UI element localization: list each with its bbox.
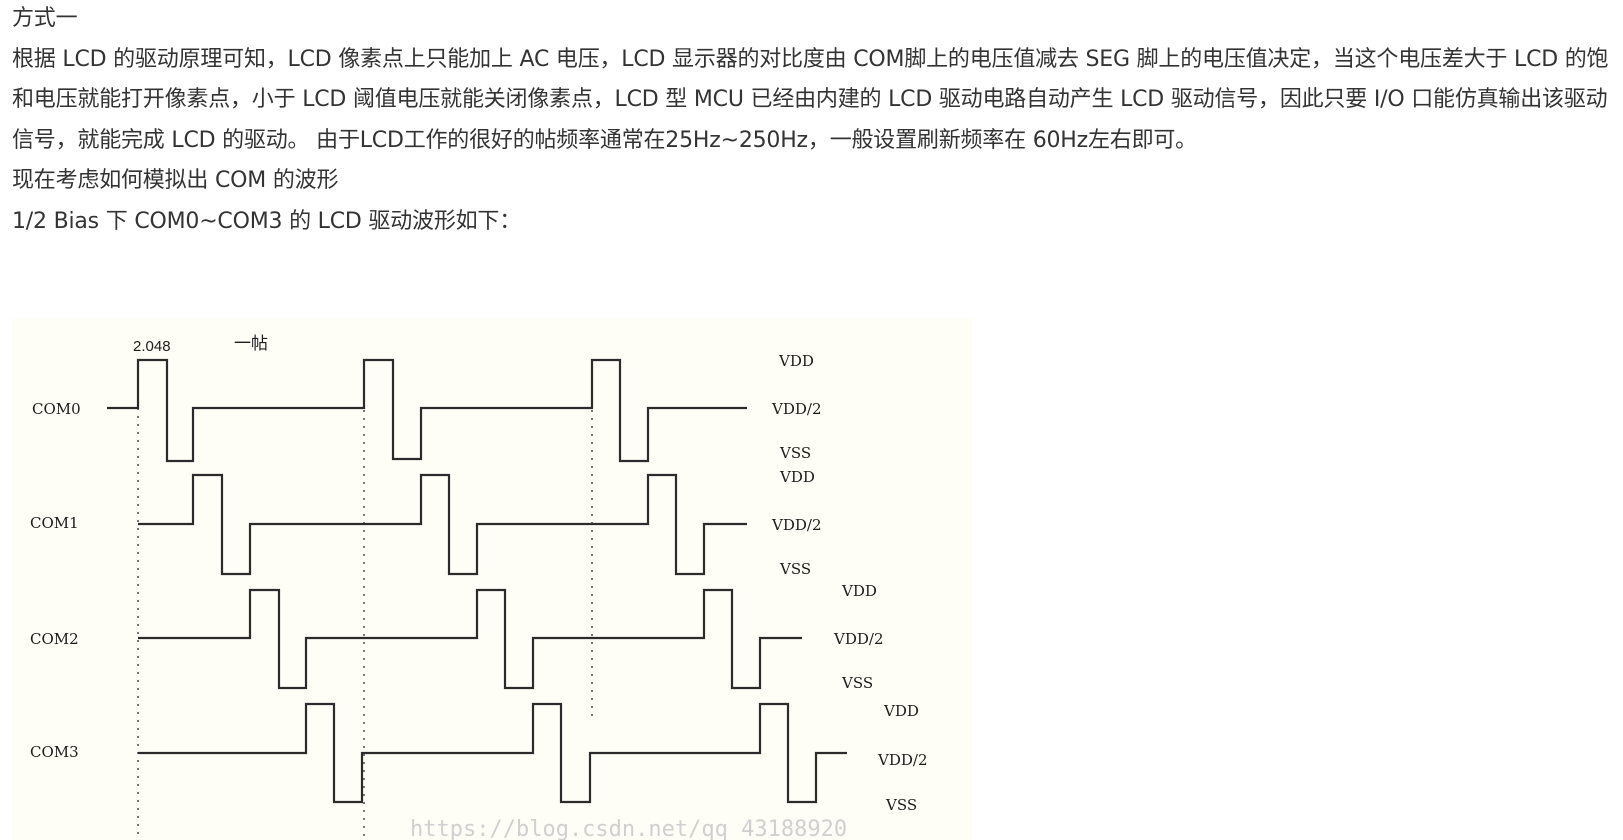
- com3-waveform: [138, 702, 847, 804]
- article-line-com-waveform: 现在考虑如何模拟出 COM 的波形: [12, 168, 339, 193]
- com1-vss-label: VSS: [779, 560, 811, 578]
- com3-vdd2-label: VDD/2: [877, 751, 927, 769]
- frame-label: 一帖: [234, 334, 268, 354]
- com2-vdd-label: VDD: [841, 582, 877, 600]
- com1-label: COM1: [30, 514, 79, 532]
- com2-label: COM2: [30, 630, 79, 648]
- com2-vdd2-label: VDD/2: [833, 630, 883, 648]
- com2-vss-label: VSS: [841, 674, 873, 692]
- com1-vdd-label: VDD: [779, 468, 815, 486]
- com3-label: COM3: [30, 743, 79, 761]
- article-line-bias: 1/2 Bias 下 COM0~COM3 的 LCD 驱动波形如下：: [12, 208, 522, 234]
- watermark-url: https://blog.csdn.net/qq_43188920: [410, 817, 847, 840]
- com0-waveform: [107, 358, 747, 463]
- com1-waveform: [138, 473, 747, 576]
- com2-waveform: [138, 588, 802, 690]
- time-label: 2.048: [133, 338, 171, 355]
- com0-vdd2-label: VDD/2: [771, 400, 821, 418]
- com3-vdd-label: VDD: [883, 702, 919, 720]
- com0-vss-label: VSS: [779, 444, 811, 462]
- com0-label: COM0: [32, 400, 81, 418]
- section-heading: 方式一: [12, 6, 78, 31]
- article-paragraph: 根据 LCD 的驱动原理可知，LCD 像素点上只能加上 AC 电压，LCD 显示…: [12, 46, 1609, 153]
- waveform-diagram: 2.048 一帖 COM0 COM1 COM2 COM3 VDD VDD/2 V…: [12, 318, 972, 840]
- com0-vdd-label: VDD: [778, 352, 814, 370]
- lcd-waveform-figure: 2.048 一帖 COM0 COM1 COM2 COM3 VDD VDD/2 V…: [12, 318, 972, 840]
- com3-vss-label: VSS: [885, 796, 917, 814]
- com1-vdd2-label: VDD/2: [771, 516, 821, 534]
- article-body: 方式一 根据 LCD 的驱动原理可知，LCD 像素点上只能加上 AC 电压，LC…: [12, 0, 1617, 242]
